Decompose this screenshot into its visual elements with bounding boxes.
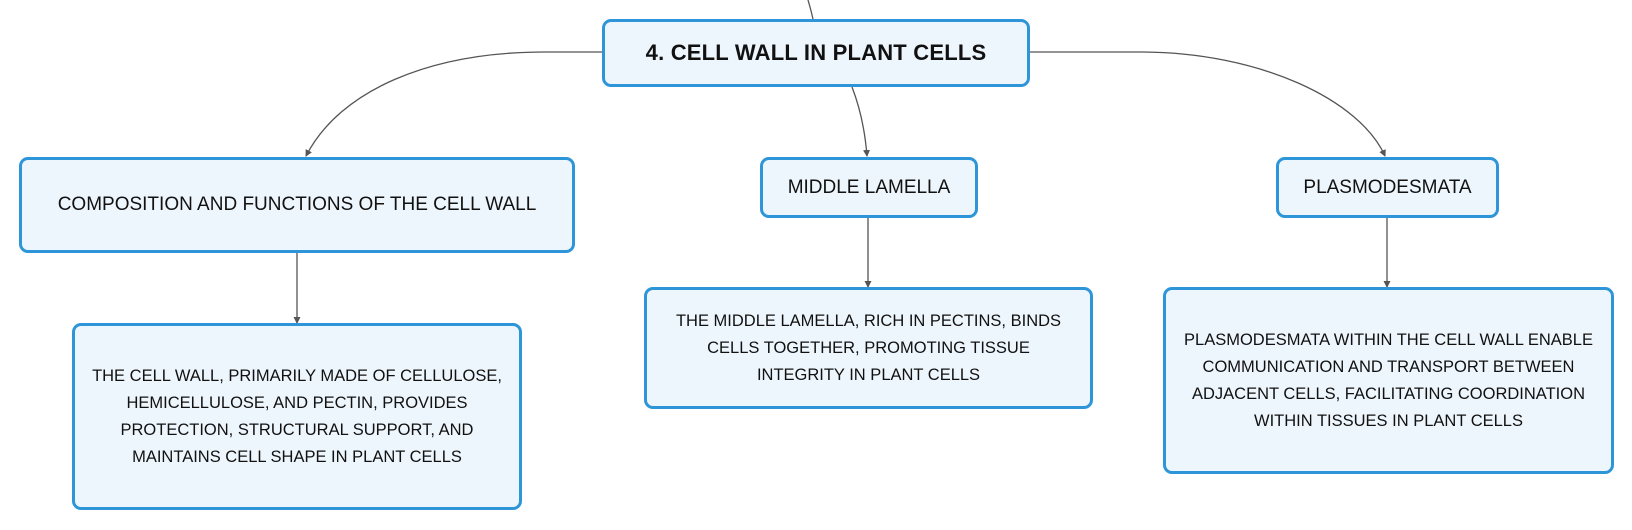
detail-node-plasmodesmata[interactable]: PLASMODESMATA WITHIN THE CELL WALL ENABL… xyxy=(1163,287,1614,474)
topic-node-composition-label: COMPOSITION AND FUNCTIONS OF THE CELL WA… xyxy=(57,194,537,215)
topic-node-composition[interactable]: COMPOSITION AND FUNCTIONS OF THE CELL WA… xyxy=(19,157,575,253)
connector-root-to-middle-lamella xyxy=(851,86,871,157)
connector-root-to-plasmodesmata xyxy=(1030,51,1386,157)
parent-connector xyxy=(807,0,814,20)
detail-node-composition-text: THE CELL WALL, PRIMARILY MADE OF CELLULO… xyxy=(92,366,502,466)
root-node[interactable]: 4. CELL WALL IN PLANT CELLS xyxy=(602,19,1030,87)
topic-node-middle-lamella[interactable]: MIDDLE LAMELLA xyxy=(760,157,978,218)
connector-root-to-composition xyxy=(305,51,602,157)
detail-node-middle-lamella[interactable]: THE MIDDLE LAMELLA, RICH IN PECTINS, BIN… xyxy=(644,287,1093,409)
topic-node-plasmodesmata[interactable]: PLASMODESMATA xyxy=(1276,157,1499,218)
root-node-label: 4. CELL WALL IN PLANT CELLS xyxy=(645,40,987,65)
topic-node-plasmodesmata-label: PLASMODESMATA xyxy=(1303,176,1472,198)
detail-node-composition[interactable]: THE CELL WALL, PRIMARILY MADE OF CELLULO… xyxy=(72,323,522,510)
detail-node-plasmodesmata-text: PLASMODESMATA WITHIN THE CELL WALL ENABL… xyxy=(1184,330,1593,430)
detail-node-middle-lamella-text: THE MIDDLE LAMELLA, RICH IN PECTINS, BIN… xyxy=(675,311,1062,384)
topic-node-middle-lamella-label: MIDDLE LAMELLA xyxy=(787,176,951,198)
